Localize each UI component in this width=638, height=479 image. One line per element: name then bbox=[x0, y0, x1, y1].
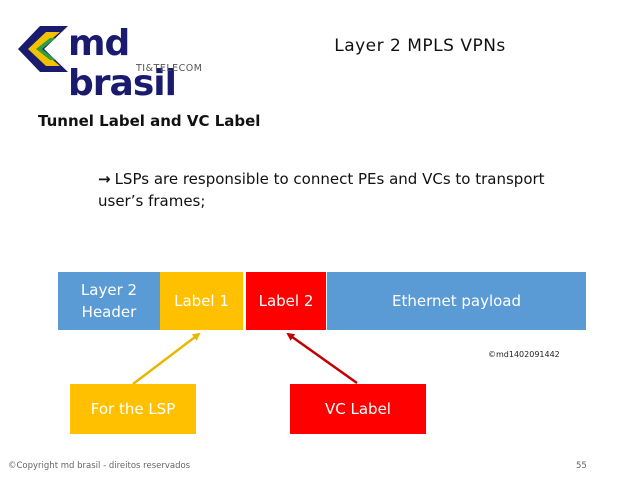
ethernet-payload-box: Ethernet payload bbox=[326, 272, 586, 330]
label2-text: Label 2 bbox=[258, 292, 314, 310]
vc-label-callout: VC Label bbox=[290, 384, 426, 434]
label1-box: Label 1 bbox=[160, 272, 243, 330]
label1-text: Label 1 bbox=[174, 292, 229, 310]
vc-label-text: VC Label bbox=[325, 400, 391, 418]
lsp-arrow bbox=[132, 332, 201, 385]
right-arrow-icon: → bbox=[98, 170, 111, 188]
for-lsp-callout: For the LSP bbox=[70, 384, 196, 434]
logo-wordmark: md brasil bbox=[68, 23, 177, 104]
footer-copyright: ©Copyright md brasil - direitos reservad… bbox=[8, 461, 191, 471]
page-number: 55 bbox=[576, 461, 587, 471]
document-stamp: ©md1402091442 bbox=[488, 350, 560, 359]
md-brasil-logo: md brasil TI&TELECOM bbox=[18, 22, 238, 104]
logo-chevron-icon bbox=[18, 26, 68, 72]
ethernet-payload-text: Ethernet payload bbox=[391, 292, 522, 310]
vc-arrow bbox=[286, 332, 358, 385]
for-lsp-text: For the LSP bbox=[90, 400, 176, 418]
layer2-header-line2: Header bbox=[81, 303, 137, 321]
slide-subtitle: Tunnel Label and VC Label bbox=[38, 112, 261, 130]
label2-box: Label 2 bbox=[246, 272, 326, 330]
logo-subtitle: TI&TELECOM bbox=[136, 63, 203, 74]
layer2-header-line1: Layer 2 bbox=[80, 281, 138, 299]
bullet-point: →LSPs are responsible to connect PEs and… bbox=[98, 168, 568, 212]
slide-title: Layer 2 MPLS VPNs bbox=[334, 36, 506, 56]
layer2-header-box: Layer 2 Header bbox=[58, 272, 160, 330]
bullet-text: LSPs are responsible to connect PEs and … bbox=[98, 170, 545, 210]
